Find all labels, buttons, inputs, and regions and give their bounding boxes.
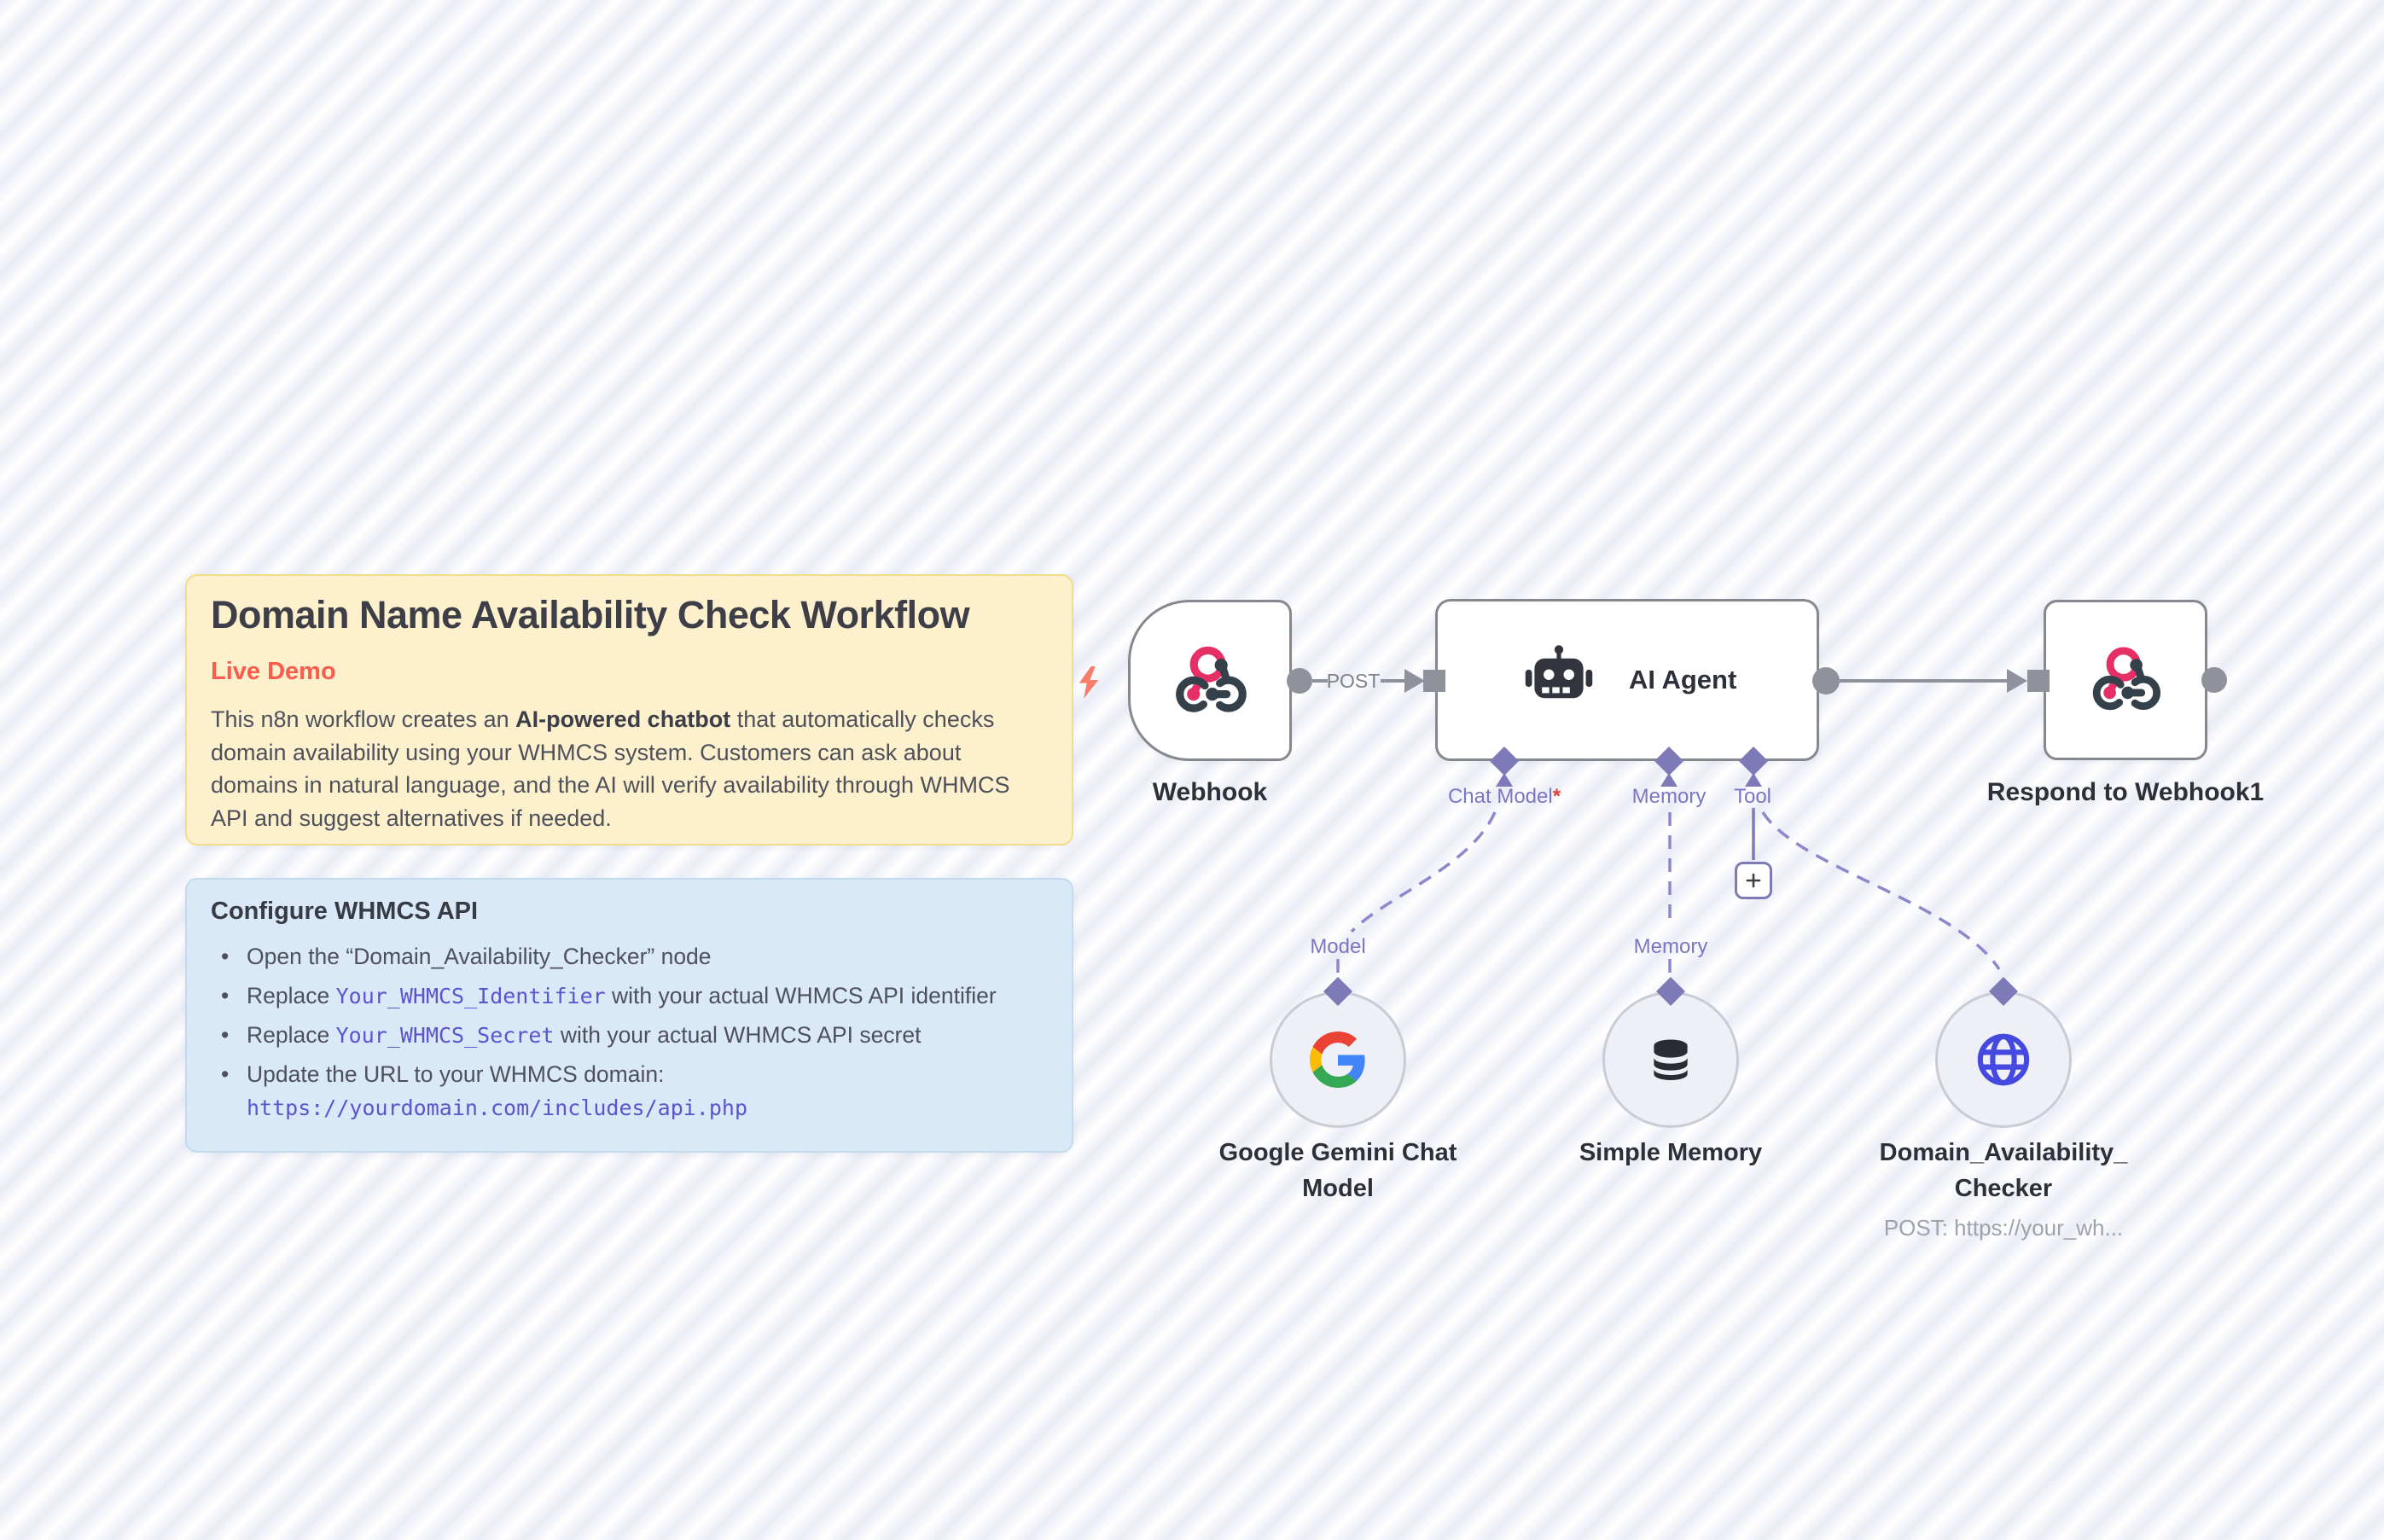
list-item-text: Open the “Domain_Availability_Checker” n… [247, 944, 712, 969]
gemini-node-label: Google Gemini Chat Model [1219, 1135, 1457, 1206]
port-label-text: Chat Model [1447, 785, 1553, 808]
google-icon [1310, 1032, 1366, 1088]
lightning-bolt-icon [1072, 664, 1106, 701]
sticky-title: Domain Name Availability Check Workflow [211, 593, 970, 636]
connection-label-memory: Memory [1633, 935, 1708, 958]
checker-label-line2: Checker [1954, 1175, 2053, 1202]
node-google-gemini-chat-model[interactable] [1270, 991, 1406, 1128]
node-domain-availability-checker[interactable] [1935, 991, 2072, 1128]
checker-node-label: Domain_Availability_ Checker POST: https… [1880, 1135, 2128, 1246]
database-icon [1644, 1033, 1697, 1086]
list-item-text: with your actual WHMCS API identifier [605, 983, 997, 1008]
list-item-text: with your actual WHMCS API secret [554, 1022, 922, 1048]
webhook-icon [2086, 641, 2165, 719]
simple-memory-node-label: Simple Memory [1579, 1139, 1763, 1166]
port-label-tool: Tool [1733, 785, 1772, 808]
list-item-text: Update the URL to your WHMCS domain: [247, 1061, 665, 1087]
bullet-dot: • [221, 944, 230, 969]
node-webhook[interactable] [1128, 600, 1292, 761]
sticky-body-text: This n8n workflow creates an [211, 706, 516, 732]
configure-heading: Configure WHMCS API [211, 898, 479, 925]
live-demo-badge: Live Demo [211, 658, 336, 685]
connection-label-model: Model [1310, 935, 1366, 958]
checker-label-line1: Domain_Availability_ [1879, 1139, 2128, 1166]
list-item: • Update the URL to your WHMCS domain: htt… [218, 1059, 1049, 1124]
gemini-label-line2: Model [1302, 1175, 1374, 1202]
bullet-dot: • [221, 1022, 230, 1048]
list-item: • Replace Your_WHMCS_Identifier with your… [218, 980, 1049, 1012]
webhook-node-label: Webhook [1152, 778, 1268, 806]
code-identifier: Your_WHMCS_Identifier [335, 984, 606, 1008]
configure-list: • Open the “Domain_Availability_Checker” … [211, 941, 1048, 1124]
globe-icon [1972, 1028, 2035, 1091]
node-simple-memory[interactable] [1602, 991, 1739, 1128]
sticky-body-bold: AI-powered chatbot [515, 706, 731, 732]
list-item-text: Replace [247, 1022, 336, 1048]
respond-node-label: Respond to Webhook1 [1986, 778, 2265, 806]
api-url-link[interactable]: https://yourdomain.com/includes/api.php [247, 1095, 747, 1120]
gemini-label-line1: Google Gemini Chat [1218, 1139, 1457, 1166]
node-respond-to-webhook[interactable] [2044, 600, 2207, 760]
port-label-chat-model: Chat Model* [1448, 785, 1561, 809]
code-secret: Your_WHMCS_Secret [335, 1023, 555, 1048]
ai-agent-node-label: AI Agent [1629, 665, 1737, 694]
list-item-text: Replace [247, 983, 336, 1008]
node-ai-agent[interactable]: AI Agent [1435, 599, 1819, 761]
robot-icon [1521, 642, 1596, 718]
sticky-body: This n8n workflow creates an AI-powered … [211, 703, 1038, 834]
sticky-note-configure[interactable]: Configure WHMCS API • Open the “Domain_Av… [185, 878, 1073, 1153]
required-asterisk: * [1552, 785, 1561, 808]
list-item: • Replace Your_WHMCS_Secret with your act… [218, 1020, 1049, 1051]
port-label-memory: Memory [1631, 785, 1707, 808]
sticky-note-overview[interactable]: Domain Name Availability Check Workflow … [185, 574, 1073, 846]
bullet-dot: • [221, 1061, 230, 1087]
add-tool-button[interactable] [1735, 862, 1772, 899]
bullet-dot: • [221, 983, 230, 1008]
list-item: • Open the “Domain_Availability_Checker” … [218, 941, 1049, 973]
webhook-icon [1169, 640, 1251, 722]
sticky-body-text: that automatically checks domain availab… [211, 706, 1010, 831]
checker-subtitle: POST: https://your_wh... [1883, 1215, 2124, 1241]
plus-icon [1746, 873, 1761, 888]
